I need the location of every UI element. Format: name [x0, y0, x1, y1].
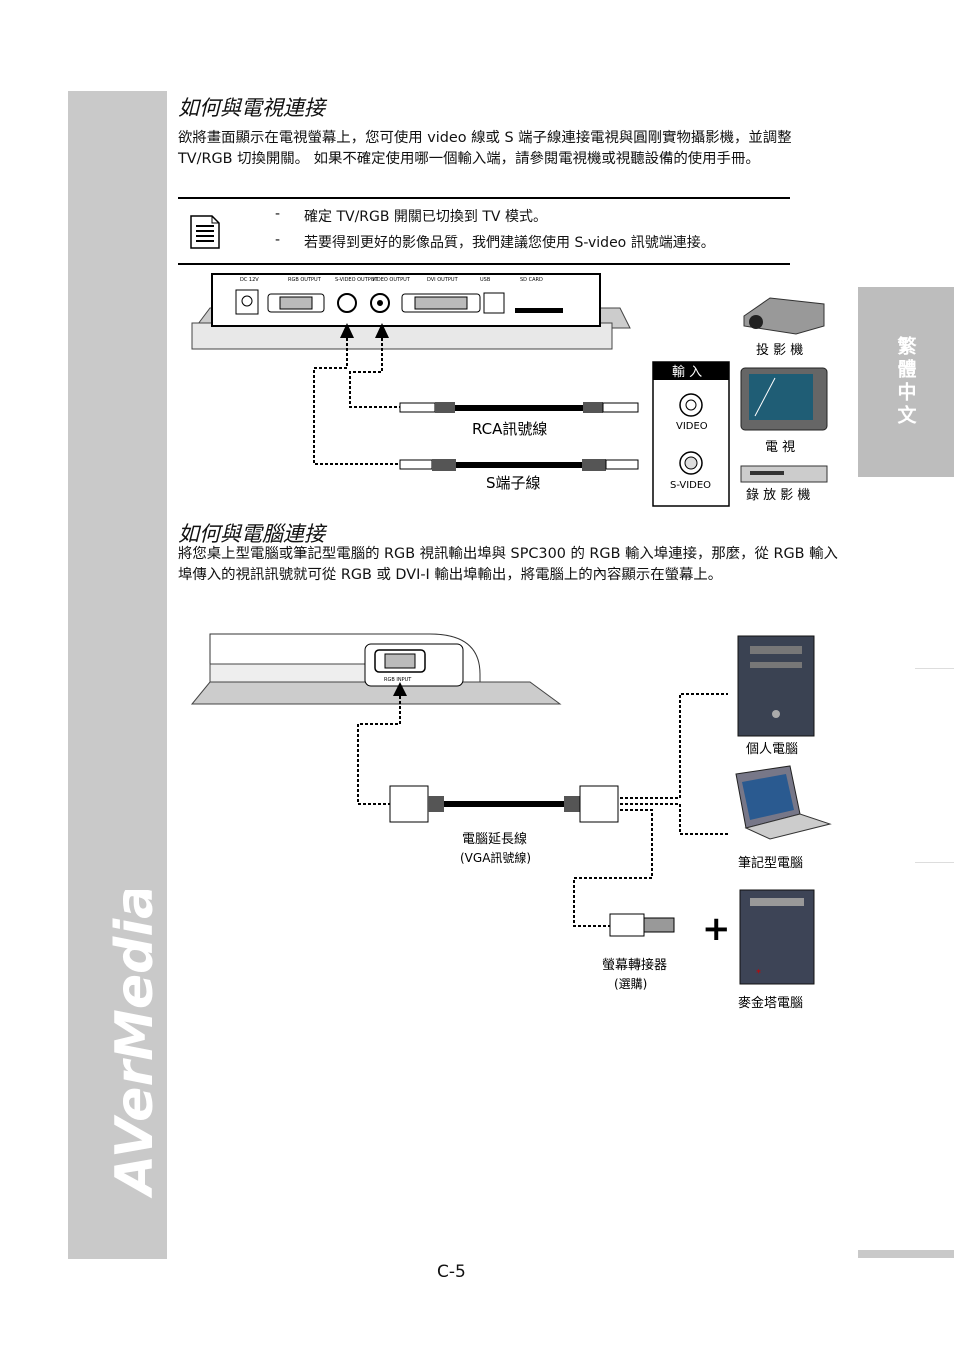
svg-text:S端子線: S端子線: [486, 474, 541, 492]
svg-text:電 視: 電 視: [765, 440, 795, 455]
svg-text:RGB OUTPUT: RGB OUTPUT: [288, 277, 322, 283]
note-dash: -: [275, 232, 281, 248]
page-number: C-5: [437, 1262, 466, 1282]
svg-text:AVerMedia: AVerMedia: [105, 890, 165, 1199]
svg-text:S-VIDEO OUTPUT: S-VIDEO OUTPUT: [335, 277, 378, 283]
svg-text:個人電腦: 個人電腦: [746, 742, 798, 757]
tv-connection-diagram: DC 12V RGB OUTPUT S-VIDEO OUTPUT VIDEO O…: [191, 273, 828, 507]
note-bottom-rule: [178, 263, 790, 265]
svg-text:(選購): (選購): [614, 977, 647, 991]
avermedia-logo: AVerMedia: [105, 890, 165, 1199]
svg-text:投 影 機: 投 影 機: [756, 342, 803, 358]
svg-text:SD CARD: SD CARD: [520, 277, 543, 283]
svg-text:RCA訊號線: RCA訊號線: [472, 420, 547, 438]
svg-text:電腦延長線: 電腦延長線: [462, 831, 527, 847]
divider: [915, 862, 954, 863]
svg-text:DVI OUTPUT: DVI OUTPUT: [427, 277, 459, 283]
note-icon: [190, 215, 220, 249]
section-title: 如何與電視連接: [178, 96, 325, 120]
language-tab-label: 繁體中文: [894, 336, 917, 428]
pc-connection-diagram: RGB INPUT 電腦延長線 (VGA訊號線) + 螢幕轉接器 (選購) 個人…: [190, 633, 832, 1011]
svg-text:麥金塔電腦: 麥金塔電腦: [738, 995, 803, 1011]
svg-text:(VGA訊號線): (VGA訊號線): [460, 850, 531, 865]
section-body: 欲將畫面顯示在電視螢幕上，您可使用 video 線或 S 端子線連接電視與圓剛實…: [178, 130, 792, 167]
svg-text:S-VIDEO: S-VIDEO: [670, 480, 711, 491]
section-title: 如何與電腦連接: [178, 522, 325, 546]
svg-text:筆記型電腦: 筆記型電腦: [738, 855, 803, 871]
svg-text:VIDEO OUTPUT: VIDEO OUTPUT: [372, 277, 411, 283]
svg-text:*: *: [756, 968, 761, 979]
svg-text:DC 12V: DC 12V: [240, 277, 259, 283]
svg-text:輸 入: 輸 入: [672, 365, 702, 380]
note-dash: -: [275, 206, 281, 222]
bottom-bar: [858, 1250, 954, 1258]
note-item: 確定 TV/RGB 開關已切換到 TV 模式。: [304, 209, 547, 225]
svg-text:螢幕轉接器: 螢幕轉接器: [602, 957, 667, 973]
svg-text:RGB INPUT: RGB INPUT: [384, 677, 412, 683]
note-top-rule: [178, 197, 790, 199]
svg-text:VIDEO: VIDEO: [676, 421, 708, 432]
language-tab: [858, 287, 954, 477]
section-body: 將您桌上型電腦或筆記型電腦的 RGB 視訊輸出埠與 SPC300 的 RGB 輸…: [178, 546, 838, 583]
note-item: 若要得到更好的影像品質，我們建議您使用 S-video 訊號端連接。: [304, 235, 715, 251]
left-sidebar: [68, 91, 167, 1259]
svg-text:USB: USB: [480, 277, 491, 283]
svg-text:錄 放 影 機: 錄 放 影 機: [746, 488, 810, 503]
svg-text:+: +: [702, 909, 731, 949]
divider: [915, 668, 954, 669]
